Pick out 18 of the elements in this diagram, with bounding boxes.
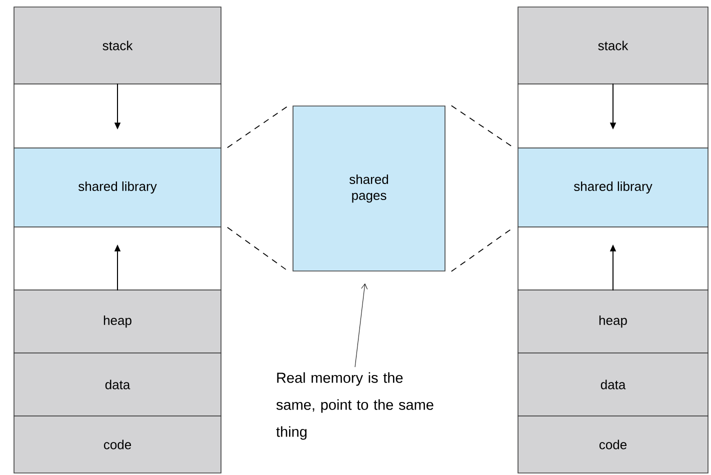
library-box: shared library: [14, 148, 222, 228]
segment-box: data: [14, 352, 222, 416]
connector-line: [226, 105, 290, 148]
free-space-box: [518, 226, 708, 290]
leader-line: [354, 284, 368, 368]
segment-box: code: [518, 416, 708, 474]
segment-box: stack: [518, 6, 708, 84]
free-space-box: [14, 84, 222, 148]
segment-box: heap: [14, 290, 222, 354]
free-space-box: [14, 226, 222, 290]
library-box: shared library: [518, 148, 708, 228]
shared-pages-box: shared pages: [292, 106, 446, 272]
segment-box: code: [14, 416, 222, 474]
segment-box: data: [518, 352, 708, 416]
segment-box: heap: [518, 290, 708, 354]
segment-box: stack: [14, 6, 222, 84]
free-space-box: [518, 84, 708, 148]
note-text: Real memory is the same, point to the same thing: [276, 372, 434, 440]
